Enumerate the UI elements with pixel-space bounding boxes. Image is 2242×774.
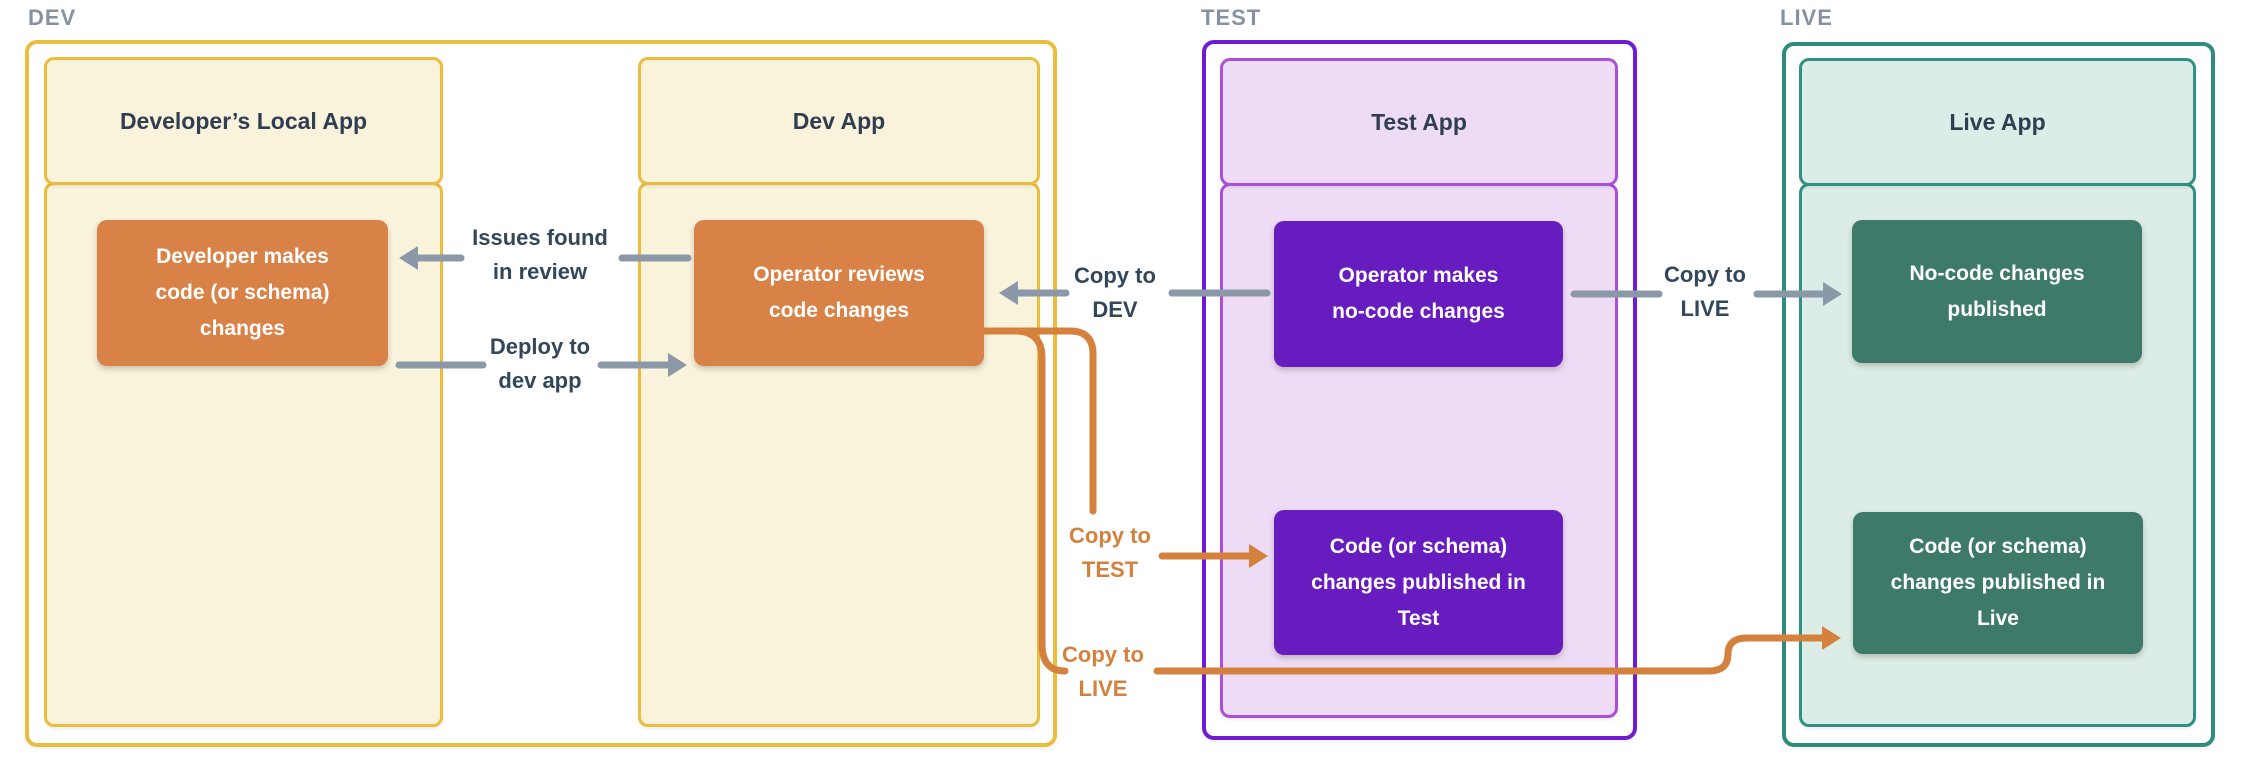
app-title-test-app: Test App [1371,108,1467,135]
node-code-changes-published-in-live: Code (or schema) changes published in Li… [1853,512,2143,654]
app-header-test-app: Test App [1220,58,1618,186]
arrow-label-copy-to-dev: Copy to DEV [1074,263,1156,322]
arrow-label-copy-to-live-nocode: Copy to LIVE [1664,262,1746,321]
app-title-dev-app: Dev App [792,107,886,134]
arrow-label-copy-to-live-code: Copy to LIVE [1062,642,1144,701]
app-header-developers-local-app: Developer’s Local App [44,57,443,185]
section-label-dev: DEV [28,5,77,30]
node-operator-makes-no-code-changes: Operator makes no-code changes [1274,221,1563,367]
app-header-live-app: Live App [1799,58,2196,186]
node-no-code-changes-published: No-code changes published [1852,220,2142,363]
section-label-live: LIVE [1780,5,1833,30]
arrow-label-issues-found-in-review: Issues found in review [472,225,608,284]
app-header-dev-app: Dev App [638,57,1040,185]
arrow-label-deploy-to-dev-app: Deploy to dev app [489,334,591,393]
app-title-live-app: Live App [1949,108,2046,135]
node-developer-makes-code-changes: Developer makes code (or schema) changes [97,220,388,366]
container-dev-app: Dev App [638,57,1040,727]
container-developers-local-app: Developer’s Local App [44,57,443,727]
node-operator-reviews-code-changes: Operator reviews code changes [694,220,984,366]
app-title-developers-local-app: Developer’s Local App [119,107,368,134]
node-code-changes-published-in-test: Code (or schema) changes published in Te… [1274,510,1563,655]
section-label-test: TEST [1201,5,1262,30]
arrow-label-copy-to-test: Copy to TEST [1069,523,1151,582]
